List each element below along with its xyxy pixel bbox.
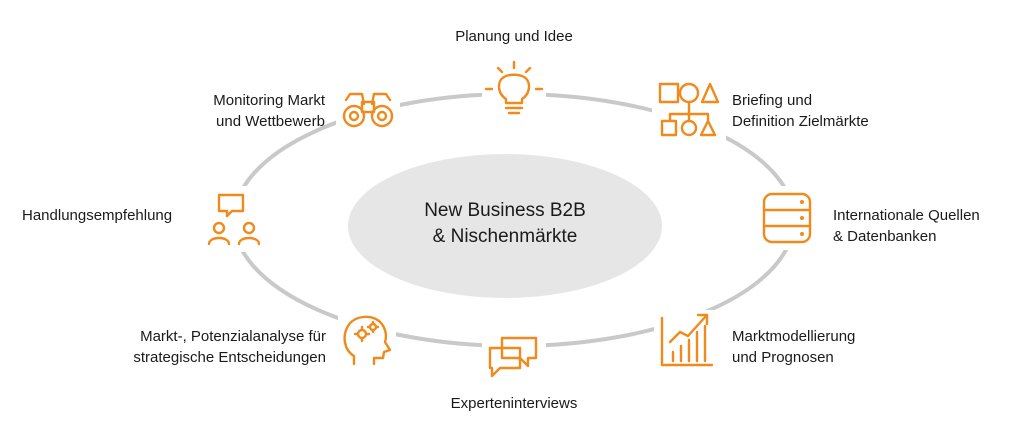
label-monitoring: Monitoring Markt und Wettbewerb: [213, 92, 325, 130]
label-empfehlung: Handlungsempfehlung: [22, 207, 173, 224]
label-quellen: Internationale Quellen & Datenbanken: [833, 207, 980, 245]
center-label-line2: & Nischenmärkte: [432, 226, 578, 247]
people-speech-icon: [207, 193, 261, 246]
label-planung: Planung und Idee: [455, 28, 573, 45]
chat-bubbles-icon: [488, 336, 538, 378]
center-ellipse: [348, 154, 662, 298]
shapes-flowchart-icon: [658, 82, 720, 137]
center-label: New Business B2B & Nischenmärkte: [350, 198, 660, 250]
database-icon: [762, 192, 812, 244]
label-modellierung: Marktmodellierung und Prognosen: [732, 328, 856, 366]
bar-chart-trend-icon: [660, 313, 714, 367]
center-label-line1: New Business B2B: [424, 200, 586, 221]
label-briefing: Briefing und Definition Zielmärkte: [732, 92, 869, 130]
label-analyse: Markt-, Potenzialanalyse für strategisch…: [133, 328, 326, 366]
binoculars-icon: [342, 92, 394, 128]
label-interviews: Experteninterviews: [450, 395, 578, 412]
lightbulb-icon: [484, 60, 544, 115]
head-gears-icon: [343, 315, 392, 366]
